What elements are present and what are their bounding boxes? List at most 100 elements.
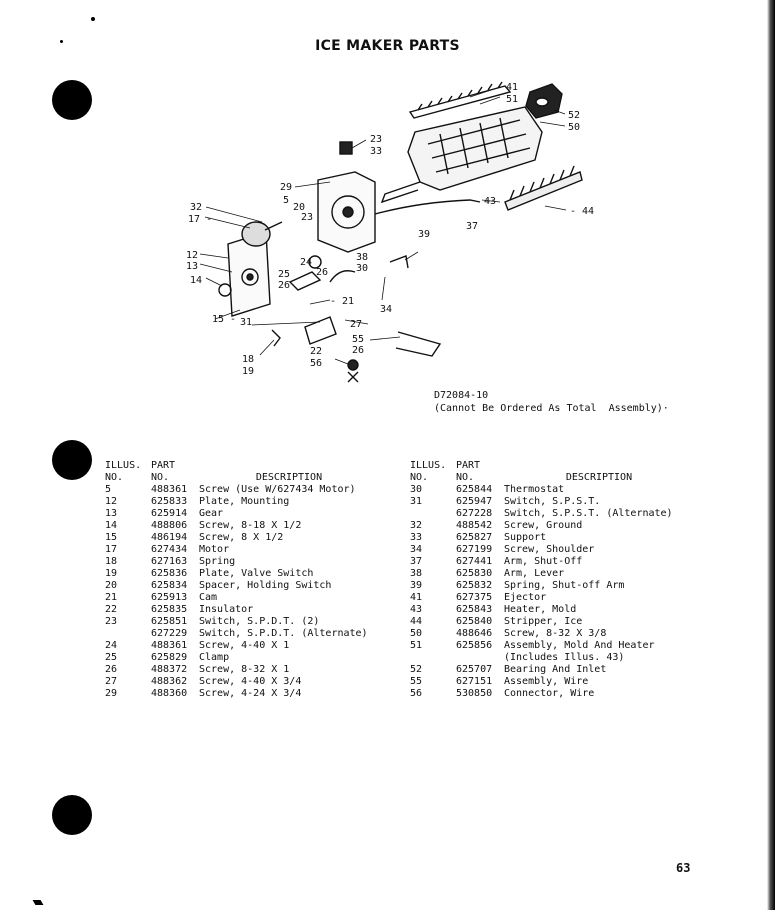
description-cell: Screw, 8-32 X 1 — [199, 664, 290, 675]
stripper-drawing — [504, 165, 583, 211]
callout-labels: 41 51 52 50 23 33 29 5 32 17 - 20 23 - 4… — [186, 82, 594, 377]
callout-14: 14 — [190, 275, 202, 286]
part-number-cell: 488362 — [151, 676, 188, 687]
part-number-cell: 625914 — [151, 508, 188, 519]
description-cell: Insulator — [199, 604, 254, 615]
illus-cell: 20 — [105, 580, 118, 591]
motor-drawing — [241, 221, 283, 247]
part-number-cell: 625913 — [151, 592, 188, 603]
part-number-cell: 627375 — [456, 592, 493, 603]
speck — [60, 40, 63, 43]
part-number-cell: 627151 — [456, 676, 493, 687]
leader-lines — [199, 86, 567, 365]
illus-cell: 34 — [410, 544, 423, 555]
part-number-cell: 486194 — [151, 532, 188, 543]
part-number-cell: 625830 — [456, 568, 493, 579]
illus-cell: 56 — [410, 688, 423, 699]
description-cell: Assembly, Mold And Heater — [504, 640, 655, 651]
description-cell: Gear — [199, 508, 224, 519]
description-cell: Plate, Mounting — [199, 496, 290, 507]
illus-cell: 23 — [105, 616, 118, 627]
part-number-cell: 625827 — [456, 532, 493, 543]
header-description: DESCRIPTION — [565, 472, 633, 483]
illus-cell — [410, 652, 456, 664]
callout-12: 12 — [186, 250, 198, 261]
illus-cell: 44 — [410, 616, 423, 627]
ejector-drawing — [408, 81, 512, 119]
part-number-cell: 488361 — [151, 484, 188, 495]
description-cell: Spring, Shut-off Arm — [504, 580, 625, 591]
callout-32: 32 — [190, 202, 202, 213]
part-number-cell: 625844 — [456, 484, 493, 495]
illus-cell: 30 — [410, 484, 423, 495]
illus-cell: 26 — [105, 664, 118, 675]
callout-50: 50 — [568, 122, 580, 133]
diagram-caption: D72084-10 (Cannot Be Ordered As Total As… — [434, 389, 669, 415]
table-row: 39 625832 Spring, Shut-off Arm — [410, 580, 694, 592]
callout-41: 41 — [506, 82, 518, 93]
part-number-cell: 625832 — [456, 580, 493, 591]
description-cell: Cam — [199, 592, 218, 603]
description-cell: Switch, S.P.S.T. (Alternate) — [504, 508, 673, 519]
page-number: 63 — [676, 861, 691, 875]
callout-26: 26 — [278, 280, 290, 291]
callout-31: 31 — [240, 317, 252, 328]
illus-cell: 29 — [105, 688, 118, 699]
description-cell: Support — [504, 532, 547, 543]
heater-drawing — [374, 199, 481, 215]
part-number-cell: 625836 — [151, 568, 188, 579]
description-cell: (Includes Illus. 43) — [504, 652, 625, 663]
diagram-code: D72084-10 — [434, 390, 489, 401]
callout-27: 27 — [350, 319, 362, 330]
mold-drawing — [380, 106, 543, 204]
part-number-cell: 625834 — [151, 580, 188, 591]
description-cell: Screw, 4-24 X 3/4 — [199, 688, 302, 699]
illus-cell: 43 — [410, 604, 423, 615]
callout-5: 5 — [283, 195, 289, 206]
callout-38: 38 — [356, 252, 368, 263]
illus-cell: 17 — [105, 544, 118, 555]
description-cell: Screw, 8-32 X 3/8 — [504, 628, 607, 639]
illus-cell: 25 — [105, 652, 118, 663]
header-illus: ILLUS.NO. — [105, 460, 142, 483]
illus-cell: 33 — [410, 532, 423, 543]
part-number-cell: 625707 — [456, 664, 493, 675]
callout-29: 29 — [280, 182, 292, 193]
illus-cell: 37 — [410, 556, 423, 567]
illus-cell: 38 — [410, 568, 423, 579]
callout-25: 25 — [278, 269, 290, 280]
part-number-cell: 625843 — [456, 604, 493, 615]
callout-23: 23 — [370, 134, 382, 145]
illus-cell — [105, 628, 151, 640]
illus-cell: 39 — [410, 580, 423, 591]
callout-34: 34 — [380, 304, 392, 315]
binder-hole — [52, 80, 92, 120]
description-cell: Assembly, Wire — [504, 676, 589, 687]
description-cell: Screw, Ground — [504, 520, 583, 531]
illus-cell: 19 — [105, 568, 118, 579]
callout-55: 55 — [352, 334, 364, 345]
description-cell: Screw, Shoulder — [504, 544, 595, 555]
inlet-drawing — [525, 83, 563, 119]
